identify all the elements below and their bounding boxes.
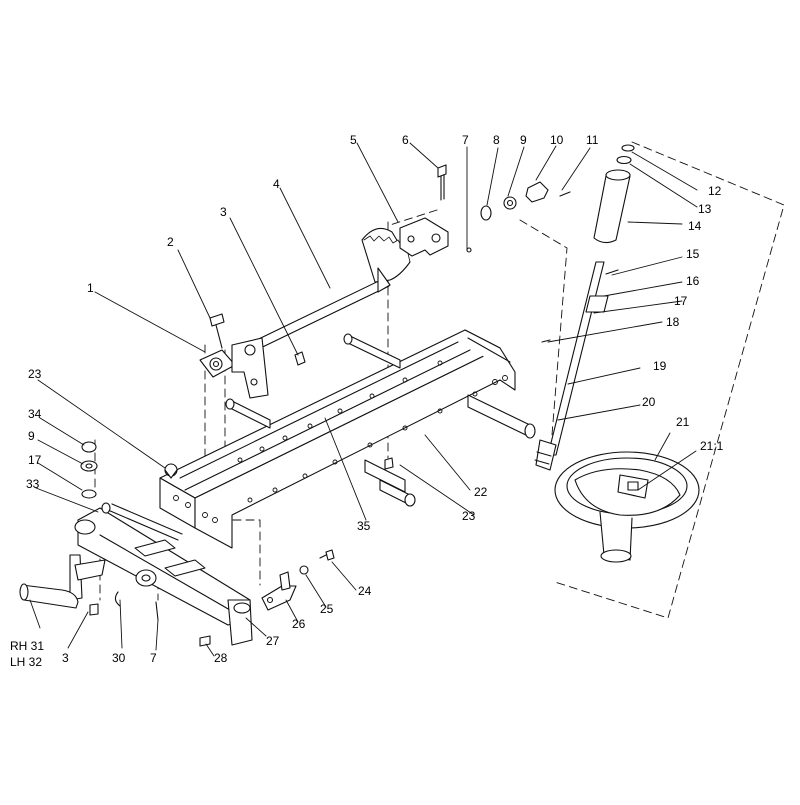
- callout-17-left: 17: [28, 453, 42, 467]
- callout-12: 12: [708, 184, 722, 198]
- small-hardware: [80, 313, 394, 647]
- leader-lines: [29, 142, 698, 657]
- axle-bracket: [261, 549, 335, 611]
- steering-arm-plate: [231, 337, 269, 399]
- callout-22: 22: [474, 485, 488, 499]
- callout-2: 2: [167, 235, 174, 249]
- callout-3: 3: [220, 205, 227, 219]
- spindle: [19, 554, 106, 609]
- callout-9-left: 9: [28, 429, 35, 443]
- callout-1: 1: [87, 281, 94, 295]
- callout-11: 11: [586, 133, 599, 147]
- callout-30: 30: [112, 651, 126, 665]
- callout-23-left: 23: [28, 367, 42, 381]
- callout-27: 27: [266, 634, 280, 648]
- callout-9: 9: [520, 133, 527, 147]
- cross-tubes: [225, 333, 536, 507]
- hardware-upper: [466, 181, 571, 253]
- steering-wheel: [554, 451, 700, 563]
- pivot-support: [399, 217, 449, 257]
- callout-19: 19: [653, 359, 667, 373]
- callout-20: 20: [642, 395, 656, 409]
- callout-5: 5: [350, 133, 357, 147]
- callout-10: 10: [550, 133, 564, 147]
- callout-4: 4: [273, 177, 280, 191]
- callout-21: 21: [676, 415, 690, 429]
- callout-14: 14: [688, 219, 702, 233]
- main-frame: [159, 329, 516, 549]
- steering-column: [534, 144, 635, 471]
- label-rh-31: RH 31: [10, 639, 45, 653]
- callout-6: 6: [402, 133, 409, 147]
- callout-18: 18: [666, 315, 680, 329]
- callout-24: 24: [358, 584, 372, 598]
- callout-17: 17: [674, 294, 688, 308]
- callout-21-1: 21:1: [700, 439, 724, 453]
- bolt-6: [437, 164, 447, 201]
- frame-holes: [173, 360, 508, 523]
- callout-15: 15: [686, 247, 700, 261]
- callout-25: 25: [320, 602, 334, 616]
- callout-13: 13: [698, 202, 712, 216]
- callout-33: 33: [26, 477, 40, 491]
- callout-26: 26: [292, 617, 306, 631]
- callout-35: 35: [357, 519, 371, 533]
- callout-23-right: 23: [462, 509, 476, 523]
- callout-7-lower: 7: [150, 651, 157, 665]
- pivot-bracket: [199, 349, 236, 378]
- callout-16: 16: [686, 274, 700, 288]
- callout-8: 8: [493, 133, 500, 147]
- callout-34: 34: [28, 407, 42, 421]
- callout-3-lower: 3: [62, 651, 69, 665]
- callout-7: 7: [462, 133, 469, 147]
- tie-rod: [101, 502, 183, 541]
- label-lh-32: LH 32: [10, 655, 43, 669]
- callout-28: 28: [214, 651, 228, 665]
- front-axle: [74, 507, 253, 646]
